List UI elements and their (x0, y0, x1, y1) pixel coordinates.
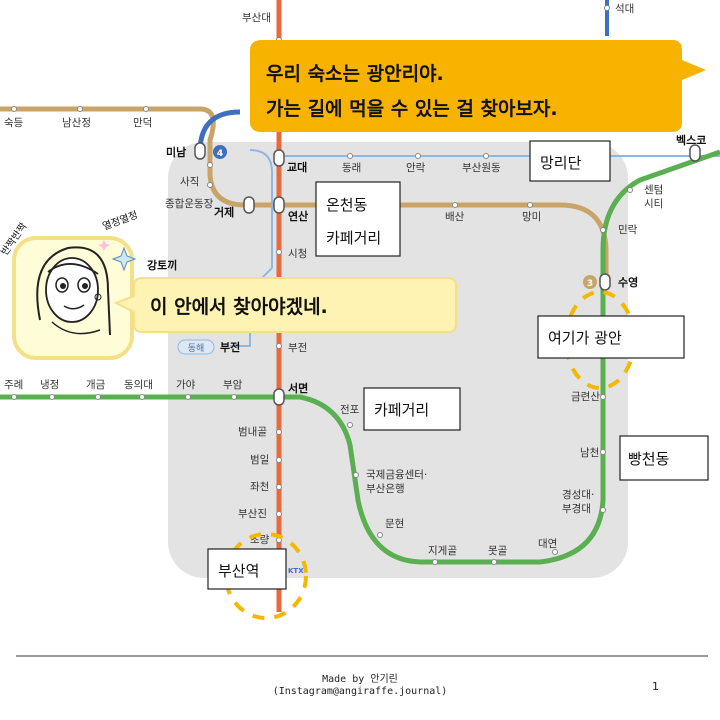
line-4-badge-label: 4 (217, 149, 223, 159)
station-suseong: 수영 (618, 276, 638, 289)
note-oncheon-line1: 온천동 (326, 196, 368, 214)
station-anrak: 안락 (406, 162, 426, 174)
station-daeyeon: 대연 (538, 538, 557, 550)
station-bujeon: 부전 (288, 342, 307, 354)
busan-station-dashed-circle (224, 532, 308, 620)
station-bifc-2: 부산은행 (366, 483, 405, 495)
note-ppangcheon-box (619, 435, 709, 481)
ktx-badge: KTX (288, 567, 304, 575)
note-oncheon-box (315, 181, 401, 257)
station-namsanjeong: 남산정 (62, 117, 91, 129)
station-sajik: 사직 (180, 176, 199, 188)
station-centum-1: 센텀 (644, 184, 663, 196)
note-busan-station: 부산역 (218, 562, 259, 580)
station-busandae: 부산대 (242, 12, 271, 24)
station-geoje: 거제 (214, 205, 234, 219)
sfx-top: 열정열정 (101, 209, 140, 233)
station-namcheon: 남천 (580, 447, 599, 459)
station-centum-2: 시티 (644, 198, 663, 210)
note-gwangan: 여기가 광안 (548, 329, 622, 347)
note-oncheon-line2: 카페거리 (326, 229, 381, 247)
station-geumnyeonsan: 금련산 (571, 391, 600, 403)
note-busan-station-box (207, 548, 287, 590)
station-busan-wondong: 부산원동 (462, 162, 501, 174)
station-juryeo: 주례 (4, 379, 23, 391)
speech-top-line1: 우리 숙소는 광안리야. (266, 63, 444, 85)
station-baesan: 배산 (445, 211, 465, 223)
station-jigegol: 지게골 (428, 545, 457, 557)
station-jwacheon: 좌천 (250, 481, 269, 493)
page-number: 1 (652, 680, 659, 693)
line-4-badge (213, 145, 227, 159)
station-mangmi: 망미 (522, 211, 541, 223)
station-gaya: 가야 (176, 378, 196, 391)
note-jeonpo-cafe-box (363, 387, 461, 431)
station-jeonpo: 전포 (340, 404, 360, 416)
station-munhyeon: 문현 (385, 518, 404, 530)
speech-bubble-mid (113, 277, 457, 333)
station-naengjeong: 냉정 (40, 379, 59, 391)
note-mangridan: 망리단 (540, 154, 582, 172)
station-labels: 부산대 석대 숙등 남산정 만덕 미남 사직 종합운동장 거제 교대 동래 안락… (4, 3, 706, 557)
line-2 (0, 149, 720, 565)
station-sukdeung: 숙등 (4, 117, 24, 129)
station-dots (11, 5, 633, 565)
line-3-badge-label: 3 (587, 279, 593, 289)
speech-bubble-top (250, 40, 706, 132)
donghae-badge (177, 339, 215, 355)
line-3-badge (583, 275, 597, 289)
note-ppangcheon: 빵천동 (628, 450, 670, 468)
station-sicheong: 시청 (288, 248, 307, 260)
speech-top-line2: 가는 길에 먹을 수 있는 걸 찾아보자. (266, 98, 558, 120)
character-illustration (36, 246, 111, 336)
sparkle-icon (98, 240, 137, 272)
station-busanjin: 부산진 (238, 508, 267, 520)
footer-instagram: (Instagram@angiraffe.journal) (272, 686, 448, 697)
station-seokdae: 석대 (615, 3, 634, 15)
highlight-area (168, 142, 628, 578)
station-seomyeon: 서면 (288, 381, 308, 395)
note-jeonpo-cafe: 카페거리 (374, 401, 429, 419)
station-dongeuidae: 동의대 (124, 379, 153, 391)
station-minrak: 민락 (618, 224, 638, 236)
station-gaegeum: 개금 (86, 379, 106, 391)
station-kyungsung-2: 부경대 (562, 502, 591, 515)
character-name: 강토끼 (147, 258, 177, 272)
station-gyodae: 교대 (287, 160, 307, 174)
footer-made-by: Made by 안기린 (322, 674, 398, 685)
transfer-stations (194, 142, 701, 406)
station-yeonsan: 연산 (288, 209, 308, 223)
station-kyungsung-1: 경성대· (562, 488, 594, 501)
station-beomil: 범일 (250, 453, 269, 466)
station-bujeon-donghae: 부전 (220, 340, 240, 354)
station-mandeok: 만덕 (133, 117, 152, 129)
station-beomnaegol: 범내골 (238, 426, 267, 438)
donghae-badge-label: 동해 (188, 343, 205, 354)
station-bifc-1: 국제금융센터· (366, 469, 427, 481)
station-bexco: 벡스코 (676, 133, 706, 147)
station-dongnae: 동래 (342, 162, 361, 174)
speech-mid-text: 이 안에서 찾아야겠네. (150, 296, 328, 318)
station-minam: 미남 (166, 145, 186, 159)
note-mangridan-box (529, 140, 611, 182)
station-motgol: 못골 (488, 545, 508, 557)
station-sports-complex: 종합운동장 (165, 198, 214, 210)
note-gwangan-box (537, 315, 685, 359)
station-buam: 부암 (223, 379, 243, 391)
